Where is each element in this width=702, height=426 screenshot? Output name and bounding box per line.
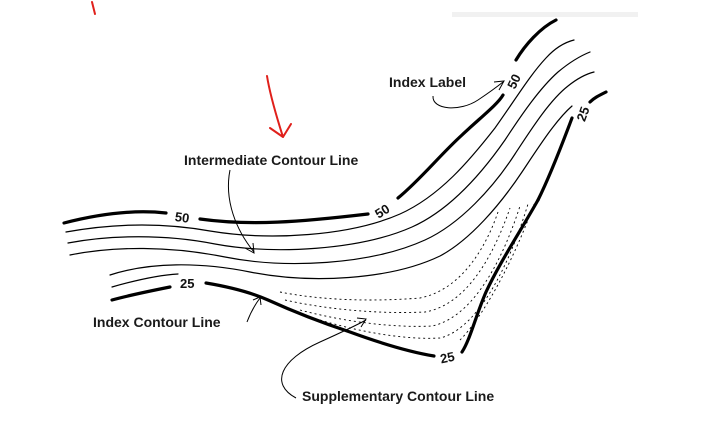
intermediate-contour-1 [65, 39, 575, 237]
red-annotation-stroke-corner [91, 1, 96, 15]
supplementary-contour-4 [319, 203, 529, 339]
index-contour-right-top-segment [588, 90, 608, 104]
supplementary-contour-1 [279, 211, 499, 301]
top-edge-bar [452, 12, 638, 17]
index-contour-arrowhead [252, 296, 262, 306]
intermediate-contour-5 [111, 273, 179, 288]
index-contour-leader [246, 297, 261, 323]
index-label-arrowhead [493, 80, 505, 91]
index-contour-upper-left-segment [62, 210, 168, 225]
elevation-label-lower-bottom: 25 [439, 349, 456, 367]
intermediate-contour-2 [67, 51, 591, 251]
intermediate-leader [227, 169, 255, 253]
supplementary-contour-callout: Supplementary Contour Line [302, 388, 494, 404]
index-contour-lower-mid-segment [204, 281, 436, 358]
index-contour-upper-right-segment [396, 93, 505, 200]
intermediate-contour-3 [69, 71, 595, 265]
index-contour-upper-top-segment [514, 18, 558, 62]
index-contour-lower-left-segment [110, 285, 172, 302]
intermediate-contour-callout: Intermediate Contour Line [184, 152, 358, 168]
elevation-label-upper-left: 50 [174, 209, 190, 226]
index-label-callout: Index Label [389, 74, 466, 90]
index-label-leader [432, 81, 504, 109]
supplementary-contour-3 [299, 205, 521, 327]
supplementary-contour-2 [284, 207, 511, 313]
elevation-label-lower-right: 25 [574, 105, 593, 124]
index-contour-upper-mid-segment [198, 212, 370, 225]
supplementary-leader [281, 319, 367, 399]
index-contour-right-upper-segment [536, 116, 574, 202]
intermediate-contour-4 [109, 105, 573, 280]
supplementary-contour-5 [459, 203, 535, 341]
elevation-label-upper-right: 50 [504, 72, 524, 92]
elevation-label-upper-middle: 50 [372, 201, 392, 221]
elevation-label-lower-left: 25 [180, 276, 194, 291]
intermediate-arrowhead [244, 242, 255, 254]
index-contour-callout: Index Contour Line [93, 314, 221, 330]
red-annotation-arrow [266, 75, 292, 138]
supplementary-arrowhead [356, 317, 367, 328]
index-contour-right-lower-segment [460, 198, 540, 354]
